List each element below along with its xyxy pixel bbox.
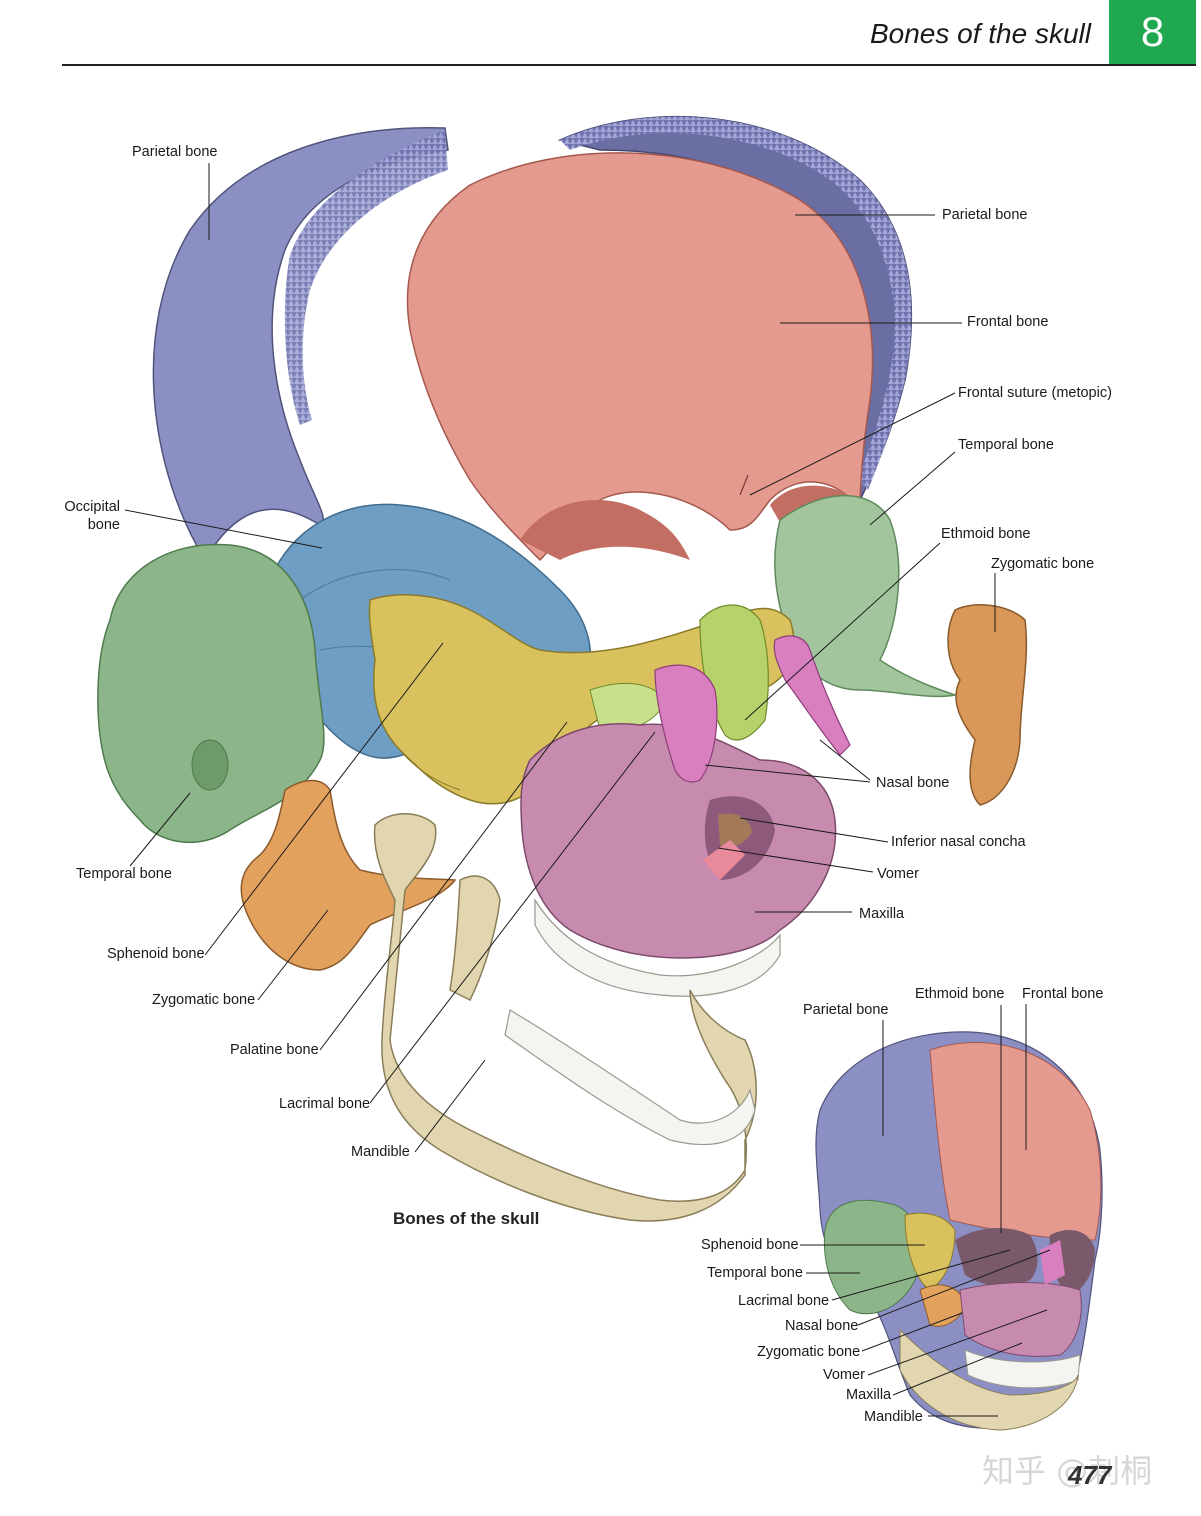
parietal-bone-left-shape [152, 127, 449, 562]
frontal-bone-shape [406, 152, 874, 562]
leader-lines [124, 163, 1051, 1417]
label-parietal-bone-left: Parietal bone [132, 144, 218, 160]
label-temporal-bone-right: Temporal bone [958, 437, 1054, 453]
zygomatic-bone-right-shape [947, 604, 1028, 806]
small-label-temporal-bone: Temporal bone [707, 1265, 803, 1281]
small-label-vomer: Vomer [823, 1367, 865, 1383]
small-skull-shape [815, 1031, 1103, 1431]
label-occipital-line1: Occipital [64, 499, 120, 515]
label-palatine-bone: Palatine bone [230, 1042, 319, 1058]
label-zygomatic-bone-left: Zygomatic bone [152, 992, 256, 1008]
small-label-mandible: Mandible [864, 1409, 923, 1425]
page-header-title: Bones of the skull [869, 18, 1091, 49]
figure-caption: Bones of the skull [393, 1209, 540, 1228]
label-maxilla: Maxilla [859, 906, 905, 922]
label-frontal-suture: Frontal suture (metopic) [958, 385, 1112, 401]
small-label-ethmoid-bone: Ethmoid bone [915, 986, 1005, 1002]
upper-teeth-shape [534, 897, 781, 997]
small-label-nasal-bone: Nasal bone [785, 1318, 859, 1334]
label-mandible: Mandible [351, 1144, 410, 1160]
zygomatic-bone-left-shape [240, 779, 457, 971]
label-zygomatic-bone-right: Zygomatic bone [991, 556, 1095, 572]
small-label-lacrimal-bone: Lacrimal bone [738, 1293, 830, 1309]
small-label-sphenoid-bone: Sphenoid bone [701, 1237, 799, 1253]
label-lacrimal-bone: Lacrimal bone [279, 1096, 371, 1112]
label-frontal-bone: Frontal bone [967, 314, 1049, 330]
mandible-shape [373, 813, 757, 1222]
small-label-parietal-bone: Parietal bone [803, 1002, 889, 1018]
label-occipital-line2: bone [87, 517, 120, 533]
page-number: 477 [1068, 1460, 1112, 1490]
small-label-zygomatic-bone: Zygomatic bone [757, 1344, 861, 1360]
label-vomer: Vomer [877, 866, 919, 882]
label-parietal-bone-right: Parietal bone [942, 207, 1028, 223]
small-label-frontal-bone: Frontal bone [1022, 986, 1104, 1002]
nasal-bone-shape [654, 635, 851, 783]
watermark: 知乎 @刺桐 [982, 1452, 1153, 1490]
header-rule [62, 64, 1196, 66]
label-temporal-bone-left: Temporal bone [76, 866, 172, 882]
label-ethmoid-bone: Ethmoid bone [941, 526, 1031, 542]
chapter-number-badge: 8 [1109, 0, 1196, 64]
small-label-maxilla: Maxilla [846, 1387, 892, 1403]
label-inferior-nasal-concha: Inferior nasal concha [891, 834, 1026, 850]
label-sphenoid-bone: Sphenoid bone [107, 946, 205, 962]
label-nasal-bone: Nasal bone [876, 775, 950, 791]
